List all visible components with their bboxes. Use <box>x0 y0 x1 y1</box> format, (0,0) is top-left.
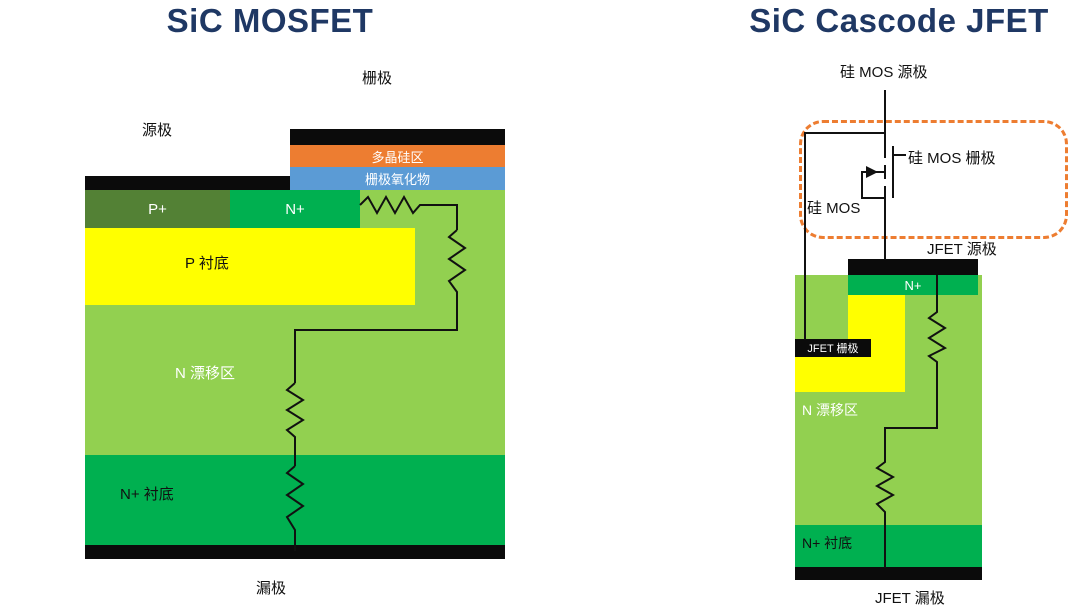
jfet-n-plus-region: N+ <box>848 275 978 295</box>
gate-oxide-region: 栅极氧化物 <box>290 167 505 190</box>
si-mos-gate-label: 硅 MOS 栅极 <box>908 150 996 167</box>
p-plus-region: P+ <box>85 190 230 228</box>
gate-oxide-label: 栅极氧化物 <box>364 172 430 187</box>
drain-terminal-label: 漏极 <box>256 580 287 597</box>
jfet-source-label: JFET 源极 <box>927 241 997 258</box>
jfet-gate-p-region-horizontal <box>795 357 848 392</box>
jfet-drain-metal-bar <box>795 567 982 580</box>
drain-metal-bar <box>85 545 505 559</box>
gate-metal-bar <box>290 129 505 145</box>
jfet-drain-label: JFET 漏极 <box>875 590 945 607</box>
source-terminal-label: 源极 <box>142 122 173 139</box>
p-substrate-region <box>85 228 415 305</box>
jfet-n-plus-label: N+ <box>904 277 922 293</box>
cascode-title: SiC Cascode JFET <box>749 2 1049 39</box>
p-substrate-label: P 衬底 <box>185 255 229 272</box>
jfet-n-drift-label: N 漂移区 <box>802 402 858 418</box>
p-plus-label: P+ <box>148 200 167 218</box>
polysilicon-region: 多晶硅区 <box>290 145 505 167</box>
jfet-gate-metal-bar: JFET 栅极 <box>795 339 871 357</box>
n-plus-region: N+ <box>230 190 360 228</box>
si-mos-source-label: 硅 MOS 源极 <box>840 64 928 81</box>
n-plus-label: N+ <box>285 200 305 218</box>
si-mos-label: 硅 MOS <box>807 200 861 217</box>
gate-terminal-label: 栅极 <box>362 70 393 87</box>
jfet-n-plus-substrate-label: N+ 衬底 <box>802 535 853 551</box>
jfet-gate-label: JFET 栅极 <box>807 343 859 355</box>
mosfet-title: SiC MOSFET <box>166 2 374 39</box>
n-drift-label: N 漂移区 <box>175 365 236 382</box>
n-plus-substrate-label: N+ 衬底 <box>120 486 174 503</box>
source-metal-bar <box>85 176 290 190</box>
jfet-source-metal-bar <box>848 259 978 275</box>
cascode-dashed-box <box>799 120 1068 239</box>
polysilicon-label: 多晶硅区 <box>371 149 424 165</box>
